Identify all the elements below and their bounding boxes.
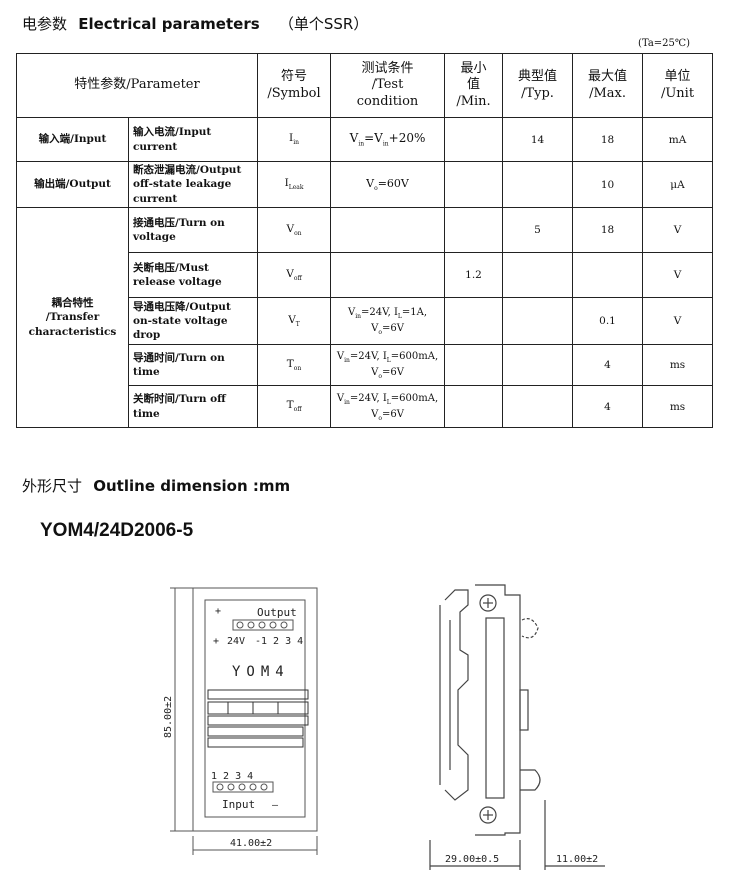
table-row: 导通电压降/Output on-state voltage drop VT Vi… bbox=[17, 297, 714, 345]
row-typ: 5 bbox=[502, 207, 574, 253]
dim-width-label: 41.00±2 bbox=[230, 838, 272, 849]
row-name: 导通时间/Turn on time bbox=[127, 344, 259, 386]
row-name: 导通电压降/Output on-state voltage drop bbox=[127, 297, 259, 345]
svg-text:–: – bbox=[272, 800, 279, 811]
header-symbol: 符号/Symbol bbox=[257, 53, 332, 118]
brand-label: YOM4 bbox=[232, 664, 290, 680]
row-typ: 14 bbox=[502, 117, 574, 162]
row-unit: V bbox=[642, 252, 714, 298]
row-condition: Vin=24V, IL=1A,Vo=6V bbox=[330, 297, 446, 345]
input-label: Input bbox=[222, 798, 255, 811]
dim-depth-label: 29.00±0.5 bbox=[445, 854, 499, 865]
row-name: 输入电流/Input current bbox=[127, 117, 259, 162]
row-min: 1.2 bbox=[444, 252, 504, 298]
row-condition: Vin=24V, IL=600mA,Vo=6V bbox=[330, 344, 446, 386]
row-unit: ms bbox=[642, 344, 714, 386]
header-typ: 典型值/Typ. bbox=[502, 53, 574, 118]
row-unit: V bbox=[642, 297, 714, 345]
svg-text:+: + bbox=[213, 636, 219, 647]
front-view bbox=[170, 587, 318, 855]
row-max: 18 bbox=[572, 207, 644, 253]
row-name: 关断时间/Turn off time bbox=[127, 385, 259, 428]
row-unit: mA bbox=[642, 117, 714, 162]
table-row: 导通时间/Turn on time Ton Vin=24V, IL=600mA,… bbox=[17, 344, 714, 386]
row-min bbox=[444, 207, 504, 253]
row-condition bbox=[330, 252, 446, 298]
row-symbol: ILeak bbox=[257, 161, 332, 208]
model-number: YOM4/24D2006-5 bbox=[40, 520, 194, 541]
row-min bbox=[444, 385, 504, 428]
output-label: Output bbox=[257, 606, 297, 619]
row-min bbox=[444, 297, 504, 345]
row-unit: V bbox=[642, 207, 714, 253]
table-row: 输出端/Output 断态泄漏电流/Output off-state leaka… bbox=[16, 161, 714, 208]
v24-label: 24V bbox=[227, 636, 245, 647]
row-unit: ms bbox=[642, 385, 714, 428]
row-max: 4 bbox=[572, 385, 644, 428]
header-parameter: 特性参数/Parameter bbox=[15, 53, 259, 118]
table-row: 关断时间/Turn off time Toff Vin=24V, IL=600m… bbox=[17, 385, 714, 428]
row-min bbox=[444, 344, 504, 386]
row-condition: Vin=24V, IL=600mA,Vo=6V bbox=[330, 385, 446, 428]
row-condition: Vin=Vin+20% bbox=[330, 117, 446, 162]
svg-text:+: + bbox=[215, 606, 221, 617]
row-max: 4 bbox=[572, 344, 644, 386]
header-unit: 单位/Unit bbox=[642, 53, 714, 118]
dim-side-label: 11.00±2 bbox=[556, 854, 598, 865]
row-max: 0.1 bbox=[572, 297, 644, 345]
table-row: 输入端/Input 输入电流/Input current Iin Vin=Vin… bbox=[16, 117, 714, 162]
pins-bottom-label: 1 2 3 4 bbox=[211, 771, 253, 782]
side-view bbox=[429, 584, 605, 870]
section-title-outline: 外形尺寸 Outline dimension :mm bbox=[22, 477, 291, 495]
group-output: 输出端/Output bbox=[16, 161, 129, 208]
group-input: 输入端/Input bbox=[16, 117, 129, 162]
row-unit: μA bbox=[642, 161, 714, 208]
row-symbol: Iin bbox=[257, 117, 332, 162]
dim-height-label: 85.00±2 bbox=[163, 696, 174, 738]
row-typ bbox=[502, 252, 574, 298]
row-symbol: Toff bbox=[257, 385, 332, 428]
row-max: 18 bbox=[572, 117, 644, 162]
row-symbol: Ton bbox=[257, 344, 332, 386]
row-max: 10 bbox=[572, 161, 644, 208]
ta-note: (Ta=25℃) bbox=[638, 38, 690, 49]
header-max: 最大值/Max. bbox=[572, 53, 644, 118]
row-typ bbox=[502, 385, 574, 428]
row-typ bbox=[502, 297, 574, 345]
section-title-electrical: 电参数 Electrical parameters （单个SSR） bbox=[22, 15, 369, 33]
row-name: 断态泄漏电流/Output off-state leakage current bbox=[127, 161, 259, 208]
row-condition bbox=[330, 207, 446, 253]
pins-top-label: -1 2 3 4 bbox=[255, 636, 303, 647]
row-symbol: Voff bbox=[257, 252, 332, 298]
row-max bbox=[572, 252, 644, 298]
